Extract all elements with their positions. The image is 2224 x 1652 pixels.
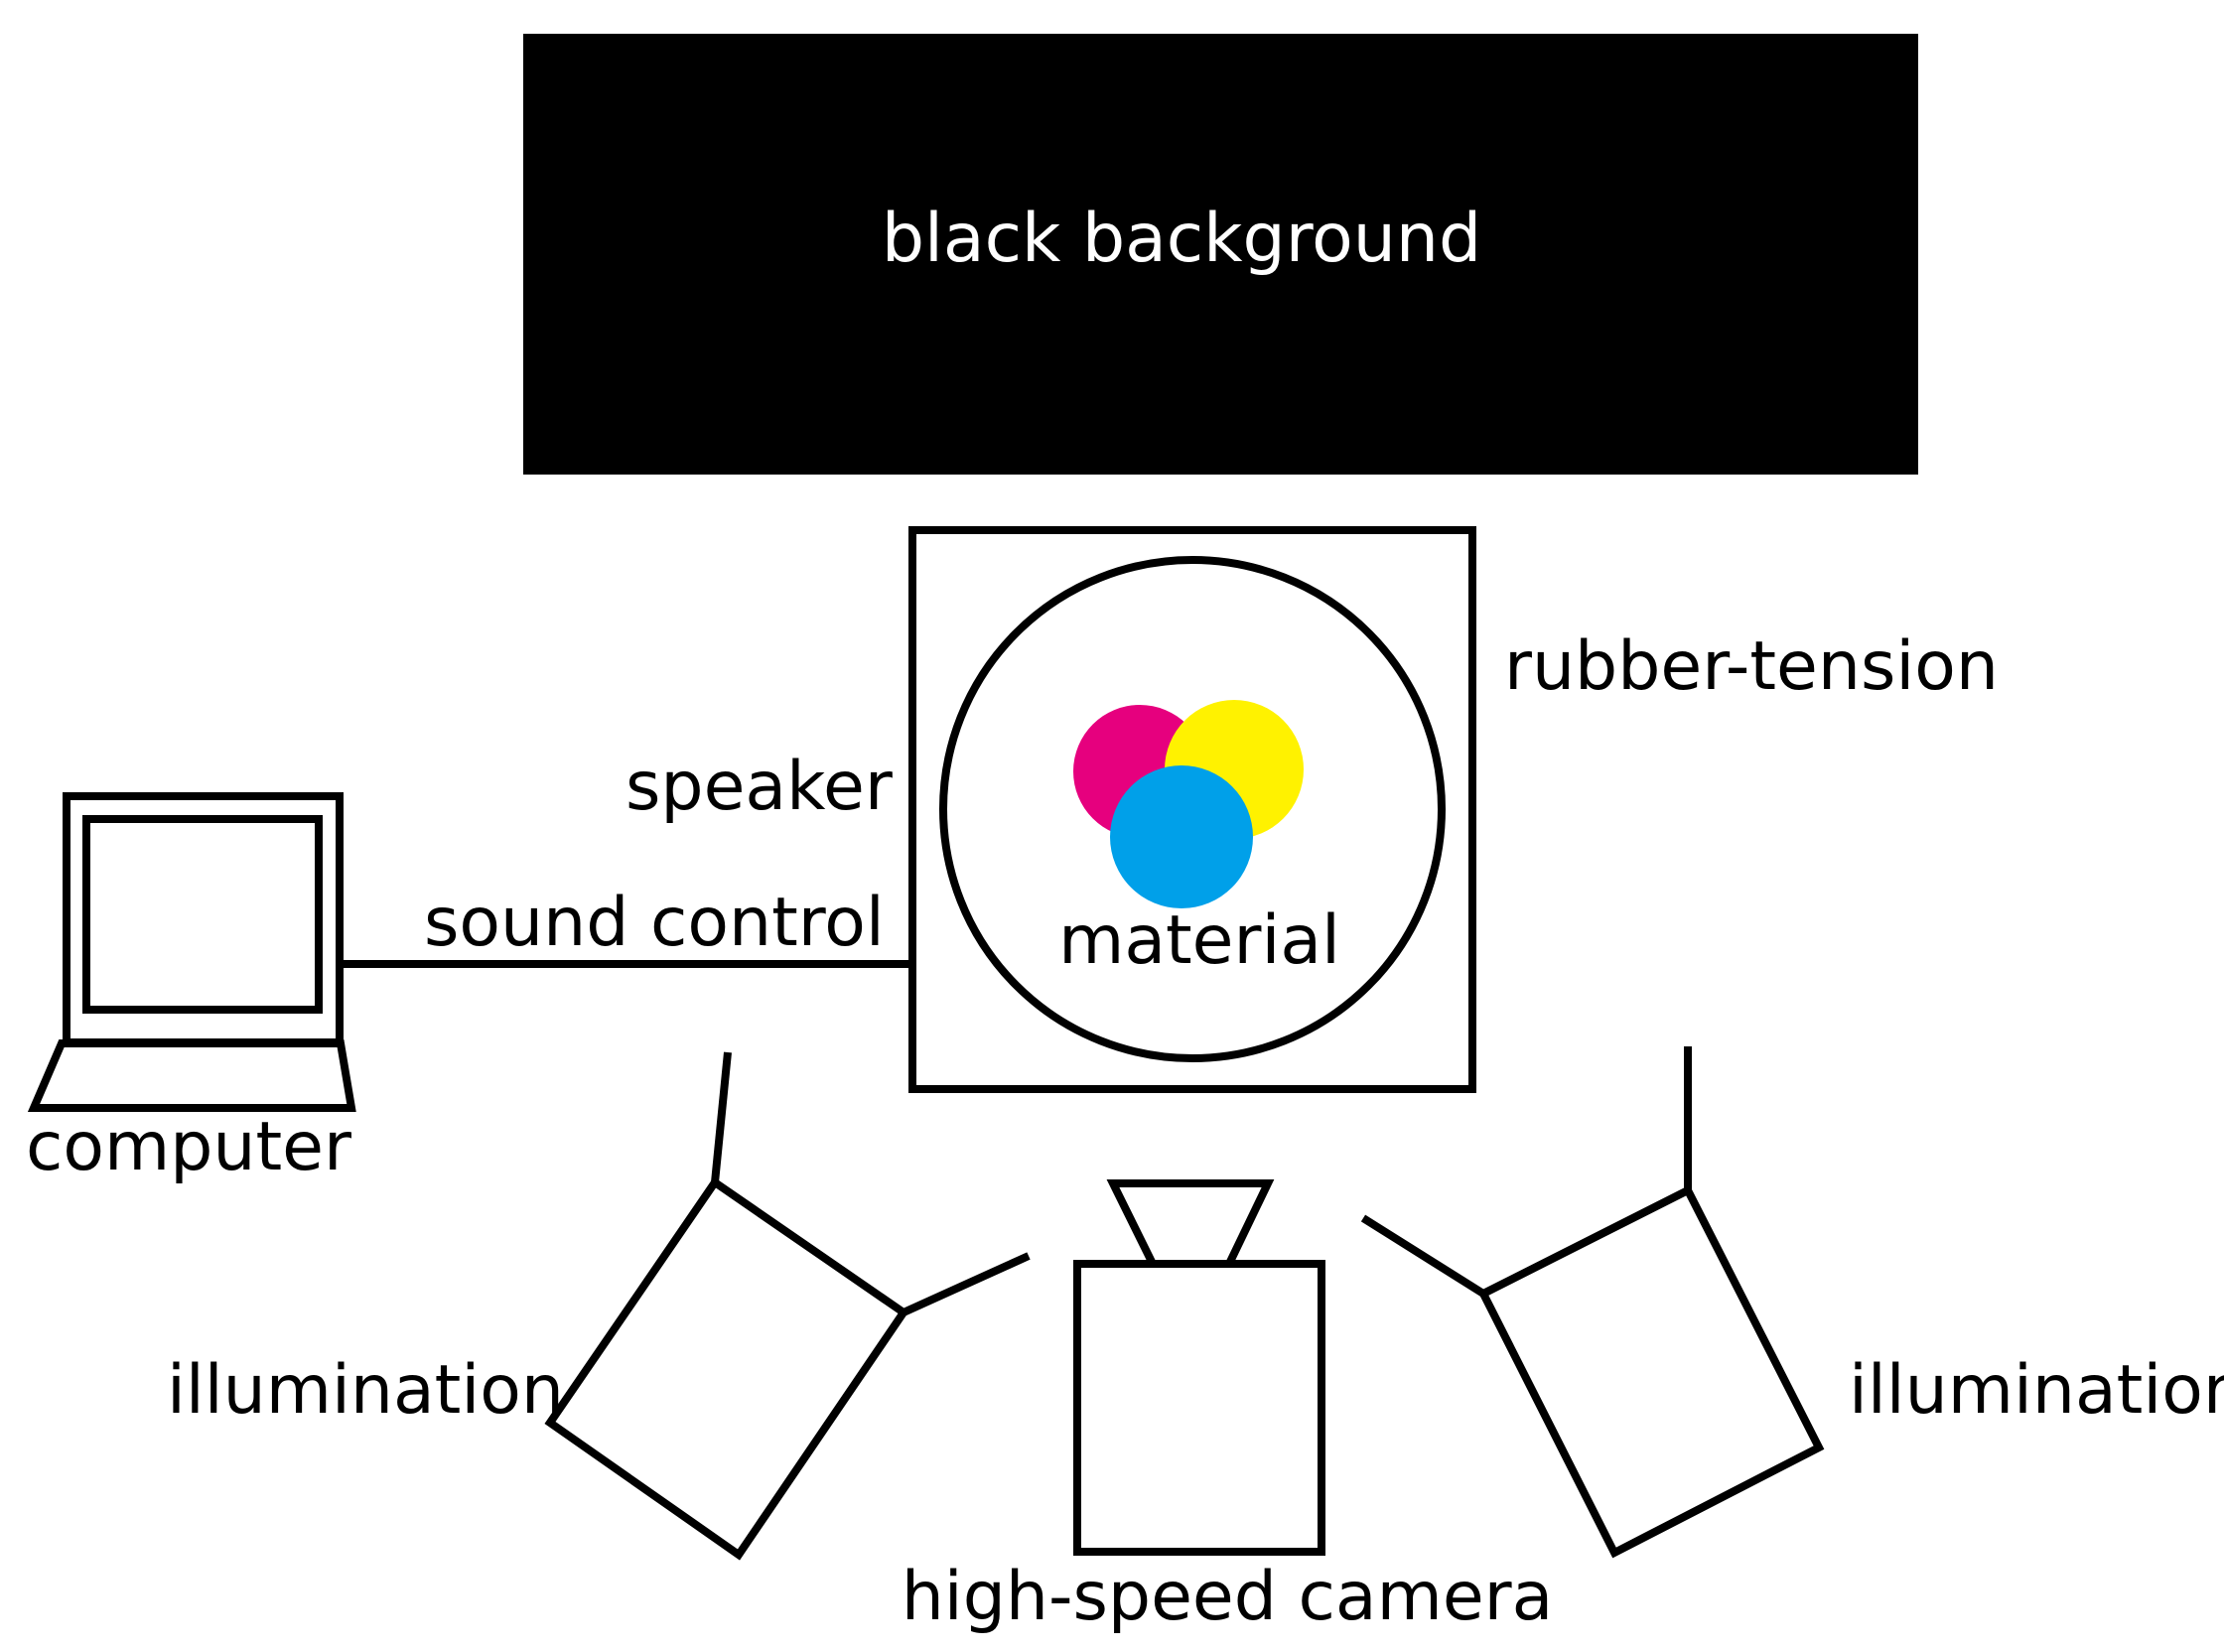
speaker-box xyxy=(908,526,1476,1093)
camera-body xyxy=(1073,1260,1325,1556)
laptop-screen-outer xyxy=(63,792,344,1046)
laptop-screen-inner xyxy=(82,815,323,1014)
left-lamp-icon xyxy=(544,1051,1031,1561)
laptop-icon xyxy=(27,792,356,1112)
camera-icon xyxy=(1073,1179,1325,1556)
rubber-membrane xyxy=(939,556,1446,1062)
right-lamp-stand-left xyxy=(1360,1214,1486,1298)
left-lamp-body xyxy=(544,1176,909,1561)
black-background-label: black background xyxy=(882,200,1481,278)
material-sample xyxy=(1073,700,1304,908)
sound-control-label: sound control xyxy=(424,884,885,962)
computer-label: computer xyxy=(26,1108,351,1186)
speaker-label: speaker xyxy=(626,748,893,826)
rubber-tension-label: rubber-tension xyxy=(1504,627,1999,706)
illumination-right-label: illumination xyxy=(1849,1351,2224,1430)
material-label: material xyxy=(1058,901,1340,980)
black-background-panel xyxy=(523,34,1918,475)
laptop-keyboard-base xyxy=(27,1039,356,1112)
camera-label: high-speed camera xyxy=(902,1558,1554,1636)
right-lamp-icon xyxy=(1360,1046,1825,1559)
left-lamp-stand-top xyxy=(711,1051,732,1183)
right-lamp-body xyxy=(1477,1184,1825,1559)
illumination-left-label: illumination xyxy=(167,1351,564,1430)
left-lamp-stand-right xyxy=(902,1252,1031,1316)
camera-lens xyxy=(1106,1179,1275,1268)
material-cyan-circle xyxy=(1110,765,1253,908)
